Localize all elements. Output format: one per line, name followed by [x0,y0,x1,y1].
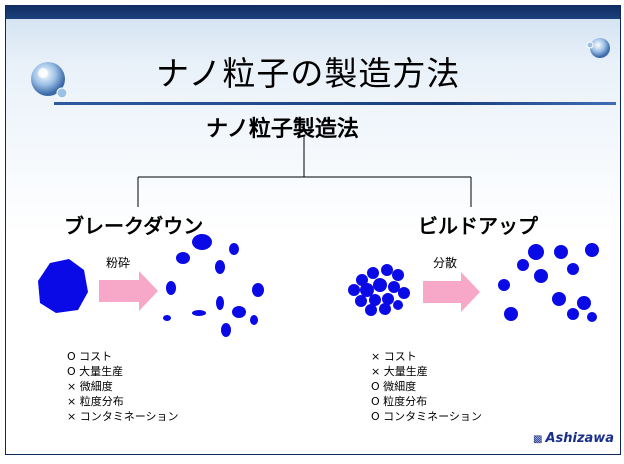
slide-title: ナノ粒子の製造方法 [156,54,461,93]
list-item: × 大量生産 [371,365,428,378]
arrow-label-left: 粉砕 [106,256,131,270]
list-item: O コンタミネーション [371,410,482,423]
list-item: × 微細度 [67,380,113,393]
dispersed-particles-left [163,234,264,337]
buildup-traits-list: × コスト × 大量生産 O 微細度 O 粒度分布 O コンタミネーション [371,349,482,424]
list-item: × コンタミネーション [67,410,179,423]
brand-logo: ▩Ashizawa [533,431,614,446]
top-bar [6,5,620,19]
dispersed-particles-right [498,243,599,322]
breakdown-label: ブレークダウン [64,214,204,238]
list-item: × 粒度分布 [67,395,124,408]
brand-name: Ashizawa [545,431,615,446]
list-item: O 粒度分布 [371,395,428,408]
list-item: O 大量生産 [67,365,124,378]
arrow-right-left [99,271,158,311]
list-item: × コスト [371,350,417,363]
root-node-label: ナノ粒子製造法 [206,117,359,142]
particle-cluster [348,264,410,316]
breakdown-traits-list: O コスト O 大量生産 × 微細度 × 粒度分布 × コンタミネーション [67,349,179,424]
bubble-icon-left [31,62,68,99]
buildup-label: ビルドアップ [418,214,538,238]
arrow-right-right [423,272,480,312]
slide: ナノ粒子の製造方法 ナノ粒子製造法 ブレークダウン ビルドアップ [5,5,621,455]
arrow-label-right: 分散 [433,256,458,270]
list-item: O コスト [67,350,113,363]
bubble-icon-right [586,38,610,58]
brand-mark-icon: ▩ [533,434,543,445]
large-particle [38,259,88,313]
list-item: O 微細度 [371,380,417,393]
tree-connector [137,135,472,207]
title-underline [54,102,616,105]
tree-diagram [38,135,599,337]
